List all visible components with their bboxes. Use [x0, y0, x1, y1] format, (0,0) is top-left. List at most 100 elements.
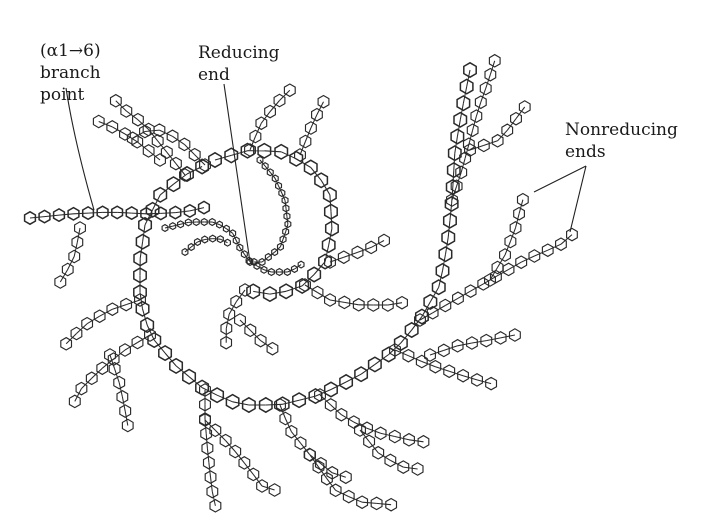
glycosidic-bond: [139, 241, 144, 259]
glucose-residue: [513, 206, 525, 221]
glucose-residue: [96, 361, 109, 376]
glucose-residue: [297, 260, 305, 269]
glycosidic-bond: [309, 454, 319, 468]
glucose-residue: [324, 293, 336, 307]
glycosidic-bond: [166, 151, 177, 164]
glycosidic-bond: [506, 118, 517, 131]
glycosidic-bond: [438, 270, 444, 288]
glycosidic-bond: [495, 268, 509, 278]
glycosidic-bond: [157, 140, 168, 153]
branch-chain-left-lower-twig: [104, 348, 134, 433]
glucose-residue: [177, 220, 185, 229]
glucose-residue: [151, 134, 164, 148]
glycosidic-bond: [153, 339, 166, 354]
glucose-residue: [314, 388, 326, 402]
glucose-residue: [423, 293, 438, 310]
glucose-residue: [216, 220, 223, 229]
glucose-residue: [96, 205, 109, 220]
glucose-residue: [225, 393, 240, 410]
glycosidic-bond: [330, 404, 342, 416]
glucose-residue: [450, 128, 465, 145]
glycosidic-bond: [206, 448, 210, 463]
glucose-residue: [494, 331, 507, 345]
branch-chain-upper-left-b: [92, 114, 166, 167]
glucose-residue: [271, 174, 279, 183]
glucose-residue: [145, 201, 160, 218]
glucose-residue: [255, 116, 268, 131]
glucose-residue: [93, 309, 106, 324]
glycosidic-bond: [294, 264, 302, 270]
branch-chain-lower-right: [314, 388, 430, 449]
glucose-residue: [260, 265, 268, 274]
glucose-residue: [304, 121, 317, 135]
glycosidic-bond: [59, 269, 69, 283]
glucose-residue: [61, 262, 74, 277]
glycosidic-bond: [290, 431, 301, 444]
glucose-residue: [200, 217, 208, 227]
glucose-residue: [133, 267, 147, 284]
glucose-residue: [515, 255, 528, 270]
glycosidic-bond: [411, 316, 423, 331]
branch-chain-upper-center: [294, 94, 330, 162]
glycosidic-bond: [362, 501, 377, 504]
reducing-end-label: Reducing end: [198, 43, 285, 85]
glycosidic-bond: [264, 165, 271, 173]
glucose-residue: [402, 348, 415, 363]
glucose-residue: [85, 371, 98, 386]
glucose-residue: [224, 238, 231, 247]
glucose-residue: [275, 267, 283, 277]
glycosidic-bond: [124, 411, 129, 426]
glucose-residue: [178, 137, 191, 152]
glucose-residue: [450, 179, 463, 194]
glycosidic-bond: [204, 419, 216, 431]
glycosidic-bond: [190, 241, 198, 248]
glycosidic-bond: [249, 136, 256, 151]
glycosidic-bond: [509, 227, 516, 242]
glucose-residue: [230, 294, 243, 309]
glycosidic-bond: [76, 323, 88, 334]
glucose-residue: [199, 413, 211, 427]
glycosidic-bond: [476, 379, 492, 385]
glycosidic-bond: [261, 256, 269, 263]
glycosidic-bond: [81, 377, 93, 389]
glycosidic-bond: [189, 207, 205, 212]
glucose-residue: [108, 361, 121, 376]
glucose-residue: [528, 249, 541, 263]
glucose-residue: [220, 321, 233, 336]
glycosidic-bond: [380, 432, 395, 438]
glucose-residue: [113, 375, 126, 390]
glucose-residue: [197, 200, 211, 215]
glycosidic-bond: [175, 163, 186, 176]
glucose-residue: [81, 206, 95, 221]
glycosidic-bond: [264, 150, 282, 153]
glucose-residue: [232, 236, 240, 245]
glucose-residue: [106, 302, 119, 317]
glucose-residue: [285, 424, 298, 439]
glycosidic-bond: [205, 433, 208, 449]
glycosidic-bond: [160, 212, 176, 214]
glucose-residue: [236, 243, 244, 252]
glucose-residue: [38, 209, 51, 224]
glucose-residue: [491, 260, 504, 275]
glucose-residue: [224, 147, 239, 164]
glucose-residue: [256, 479, 268, 493]
glucose-residue: [201, 235, 209, 244]
glucose-residue: [74, 221, 86, 235]
glucose-residue: [381, 346, 396, 363]
glycosidic-bond: [435, 366, 450, 372]
glucose-residue: [75, 381, 88, 396]
glycosidic-bond: [462, 86, 468, 104]
glucose-residue: [464, 143, 476, 157]
branch-chain-right-lower-twig: [424, 328, 521, 362]
glycosidic-bond: [269, 171, 276, 179]
glycosidic-bond: [421, 361, 436, 368]
glucose-residue: [508, 328, 521, 342]
glycosidic-bond: [344, 301, 359, 306]
glycosidic-bond: [136, 141, 149, 152]
glycosidic-bond: [345, 373, 362, 383]
main-chain-outer: [133, 61, 477, 414]
glycosidic-bond: [318, 466, 328, 480]
glycosidic-bond: [74, 388, 82, 402]
glycosidic-bond: [249, 329, 261, 341]
glucose-residue: [417, 434, 430, 449]
